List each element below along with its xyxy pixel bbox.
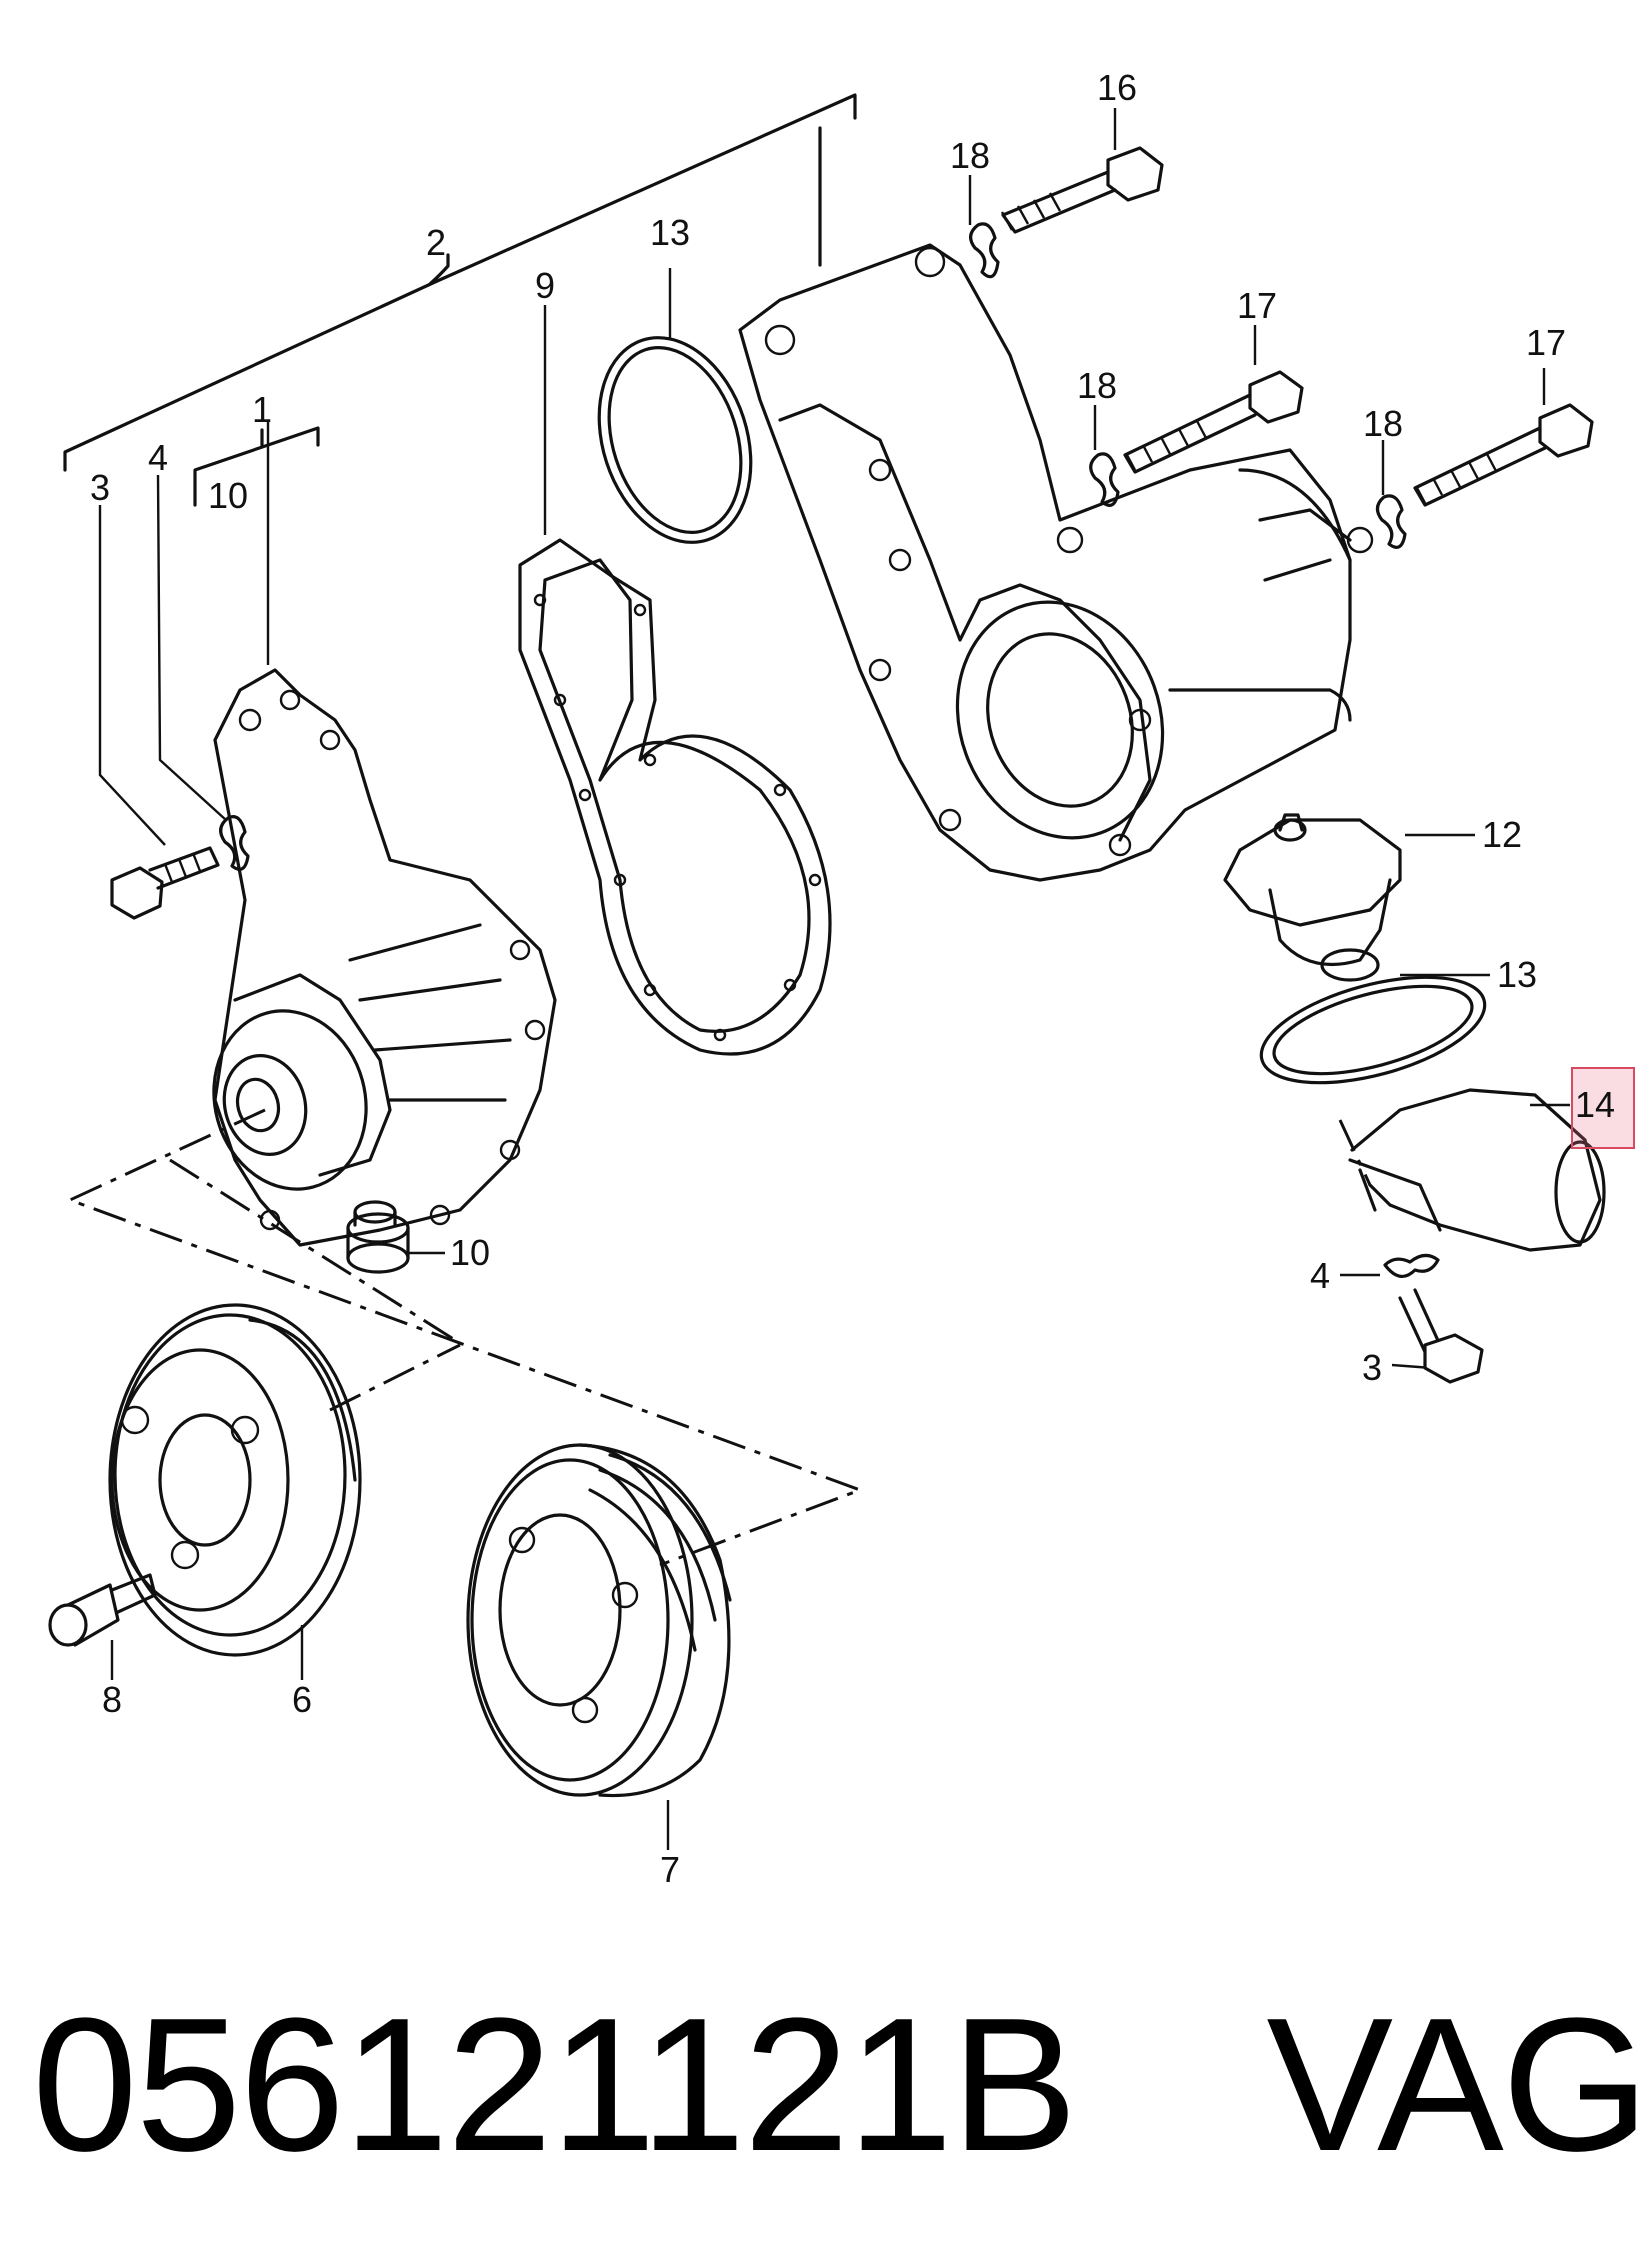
- washer-18-a: [969, 222, 1000, 279]
- washer-18-c: [1375, 494, 1407, 549]
- callout-10-top: 10: [208, 475, 248, 516]
- washer-18-b: [1089, 452, 1120, 507]
- highlight-box-14: [1571, 1067, 1635, 1149]
- brand-name: VAG: [1266, 1979, 1641, 2191]
- callout-8: 8: [102, 1679, 122, 1720]
- callout-2: 2: [426, 222, 446, 263]
- plug-10: [346, 1200, 410, 1274]
- part-caption: 056121121B VAG: [32, 1975, 1641, 2195]
- connector-14: [1348, 1088, 1606, 1252]
- bolt-16: [1000, 146, 1164, 234]
- axis-lines: [66, 1108, 1372, 1567]
- callout-9: 9: [535, 265, 555, 306]
- bolt-17-b: [1413, 403, 1594, 507]
- callout-6: 6: [292, 1679, 312, 1720]
- callout-14: 14: [1575, 1084, 1615, 1125]
- callout-4-left: 4: [148, 437, 168, 478]
- gasket-9: [518, 538, 832, 1056]
- callout-10-bottom: 10: [450, 1232, 490, 1273]
- callout-18-a: 18: [950, 135, 990, 176]
- bracket-group-1: [193, 426, 320, 507]
- callout-3-left: 3: [90, 467, 110, 508]
- callout-13-upper: 13: [650, 212, 690, 253]
- bolt-3-right: [1398, 1288, 1484, 1384]
- washer-4-right: [1383, 1253, 1440, 1278]
- bolt-17-a: [1123, 370, 1304, 474]
- callout-3-right: 3: [1362, 1347, 1382, 1388]
- pulley-7: [466, 1443, 732, 1798]
- leader-lines: [98, 108, 1570, 1850]
- bolt-3-left: [110, 846, 220, 920]
- exploded-parts-diagram: 2 1 3 4 10 9 13 16 18 17 18 17 18 12 13 …: [48, 67, 1635, 1890]
- pulley-6: [108, 1303, 362, 1657]
- housing-2: [738, 243, 1374, 882]
- callout-18-c: 18: [1363, 403, 1403, 444]
- part-number: 056121121B: [32, 1979, 1078, 2191]
- callout-labels: 2 1 3 4 10 9 13 16 18 17 18 17 18 12 13 …: [90, 67, 1615, 1890]
- callout-17-a: 17: [1237, 285, 1277, 326]
- callout-17-b: 17: [1526, 322, 1566, 363]
- callout-1: 1: [252, 389, 272, 430]
- o-ring-13-lower: [1259, 975, 1487, 1085]
- bracket-group-2: [63, 93, 857, 472]
- callout-13-lower: 13: [1497, 954, 1537, 995]
- thermostat-12: [1223, 813, 1402, 982]
- callout-16: 16: [1097, 67, 1137, 108]
- callout-7: 7: [660, 1849, 680, 1890]
- o-ring-13-upper: [597, 336, 753, 544]
- callout-4-right: 4: [1310, 1255, 1330, 1296]
- water-pump-1: [212, 668, 557, 1247]
- bolt-8: [48, 1573, 157, 1647]
- washer-4-left: [219, 815, 250, 871]
- callout-12: 12: [1482, 814, 1522, 855]
- callout-18-b: 18: [1077, 365, 1117, 406]
